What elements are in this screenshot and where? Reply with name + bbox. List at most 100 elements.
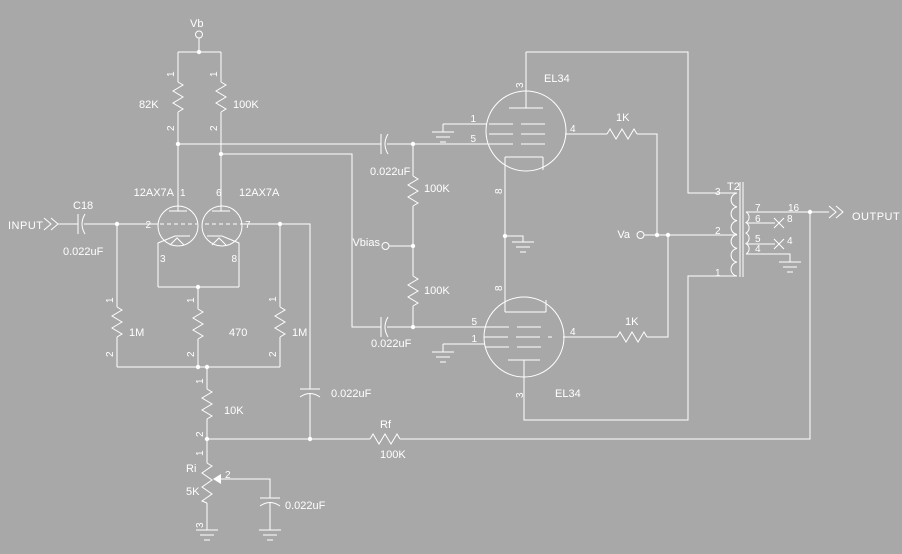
terminal-vb[interactable] [195, 30, 203, 39]
tube-el34-bottom[interactable] [483, 296, 565, 378]
plate-curved [384, 133, 389, 155]
terminal-vbias[interactable] [381, 242, 390, 250]
resistor-100k-grid-bottom[interactable] [407, 275, 419, 307]
el34-top-pin-plate: 3 [515, 82, 526, 88]
input-label: INPUT [8, 220, 44, 232]
zigzag [215, 81, 227, 113]
capacitor-wiper[interactable] [259, 497, 281, 507]
tube-12ax7a[interactable] [157, 205, 243, 247]
ck-value: 0.022uF [285, 500, 326, 512]
r1m-right-pin2: 2 [268, 351, 279, 357]
r82k-pin1: 1 [166, 71, 177, 77]
el34-bottom-pin-screen: 4 [570, 327, 576, 338]
c18-value: 0.022uF [63, 246, 104, 258]
r100k-pin1: 1 [209, 71, 220, 77]
tube-electrode-bars [169, 107, 547, 361]
plate-curved [384, 316, 389, 338]
r1k-bottom-value: 1K [625, 316, 639, 328]
va-label: Va [617, 229, 631, 241]
cc-bottom-value: 0.022uF [371, 338, 412, 350]
r470-pin2: 2 [186, 351, 197, 357]
el34-top-pin-screen: 4 [570, 124, 576, 135]
v1a-pin-plate: 1 [180, 188, 186, 199]
terminal-circle [381, 242, 390, 250]
el34-bottom-pin-cathode: 8 [494, 285, 505, 291]
v1a-pin-cathode: 3 [160, 254, 166, 265]
rf-name: Rf [380, 419, 392, 431]
potentiometer-ri[interactable] [200, 462, 221, 504]
t2-primary-pin2: 2 [715, 226, 721, 237]
capacitor-c18[interactable] [77, 213, 86, 235]
capacitor-coupling-top[interactable] [380, 133, 389, 155]
el34-top-pin-grid: 5 [470, 134, 476, 145]
el34-top-name: EL34 [544, 73, 570, 85]
el34-bottom-pin-plate: 3 [515, 392, 526, 398]
r100k-pin2: 2 [209, 125, 220, 131]
rf-value: 100K [380, 449, 406, 461]
transformer-t2[interactable] [730, 182, 750, 277]
r1m-left-pin1: 1 [105, 297, 116, 303]
resistor-1m-right[interactable] [274, 306, 286, 338]
r10k-pin1: 1 [195, 378, 206, 384]
triode-cathode-shapes [157, 235, 240, 287]
vb-label: Vb [190, 18, 203, 30]
r1m-right-pin1: 1 [268, 296, 279, 302]
plate-curved [259, 502, 281, 507]
resistor-100k-grid-top[interactable] [407, 175, 419, 207]
r1k-top-value: 1K [616, 112, 630, 124]
resistor-1k-top[interactable] [606, 128, 638, 140]
terminal-circle [195, 30, 203, 39]
capacitor-coupling-bottom[interactable] [380, 316, 389, 338]
output-connector-icon[interactable] [828, 205, 844, 219]
zigzag [111, 306, 123, 338]
wire-net [58, 38, 829, 530]
cc-top-value: 0.022uF [370, 166, 411, 178]
r82k-value: 82K [139, 99, 159, 111]
resistor-470[interactable] [192, 308, 204, 340]
ri-pin1: 1 [195, 450, 206, 456]
capacitor-feedback[interactable] [299, 388, 321, 398]
zigzag [407, 275, 419, 307]
ri-name: Ri [186, 463, 196, 475]
resistor-1k-bottom[interactable] [616, 331, 648, 343]
plate-curved [81, 213, 86, 235]
r470-value: 470 [229, 327, 247, 339]
zigzag [201, 388, 213, 420]
ground-symbols [196, 131, 801, 541]
zigzag [407, 175, 419, 207]
resistor-82k[interactable] [172, 81, 184, 113]
zigzag [616, 331, 648, 343]
resistor-10k[interactable] [201, 388, 213, 420]
zigzag [274, 306, 286, 338]
resistor-1m-left[interactable] [111, 306, 123, 338]
v1b-pin-grid: 7 [245, 220, 251, 231]
resistor-100k-plate[interactable] [215, 81, 227, 113]
r470-pin1: 1 [186, 297, 197, 303]
r10k-pin2: 2 [195, 431, 206, 437]
t2-tap-16: 16 [788, 203, 800, 214]
envelope-right [201, 205, 243, 247]
r1m-left-value: 1M [129, 327, 144, 339]
el34-bottom-pin-suppressor: 1 [471, 334, 477, 345]
resistor-rf[interactable] [369, 433, 401, 445]
input-connector-icon[interactable] [43, 217, 59, 231]
t2-secondary-pin4: 4 [755, 244, 761, 255]
t2-primary-pin3: 3 [715, 187, 721, 198]
rg-bottom-value: 100K [424, 285, 450, 297]
t2-primary-pin1: 1 [715, 268, 721, 279]
v1a-name: 12AX7A [134, 187, 175, 199]
r100k-plate-value: 100K [233, 99, 259, 111]
t2-secondary-pin6: 6 [755, 214, 761, 225]
t2-name: T2 [727, 181, 740, 193]
ri-value: 5K [186, 486, 200, 498]
r1m-left-pin2: 2 [105, 351, 116, 357]
terminal-va[interactable] [636, 231, 645, 239]
tube-el34-top[interactable] [485, 90, 567, 172]
envelope [485, 90, 567, 172]
v1a-pin-grid: 2 [145, 220, 151, 231]
zigzag [200, 462, 213, 504]
t2-secondary-pin5: 5 [755, 234, 761, 245]
v1b-name: 12AX7A [239, 187, 280, 199]
